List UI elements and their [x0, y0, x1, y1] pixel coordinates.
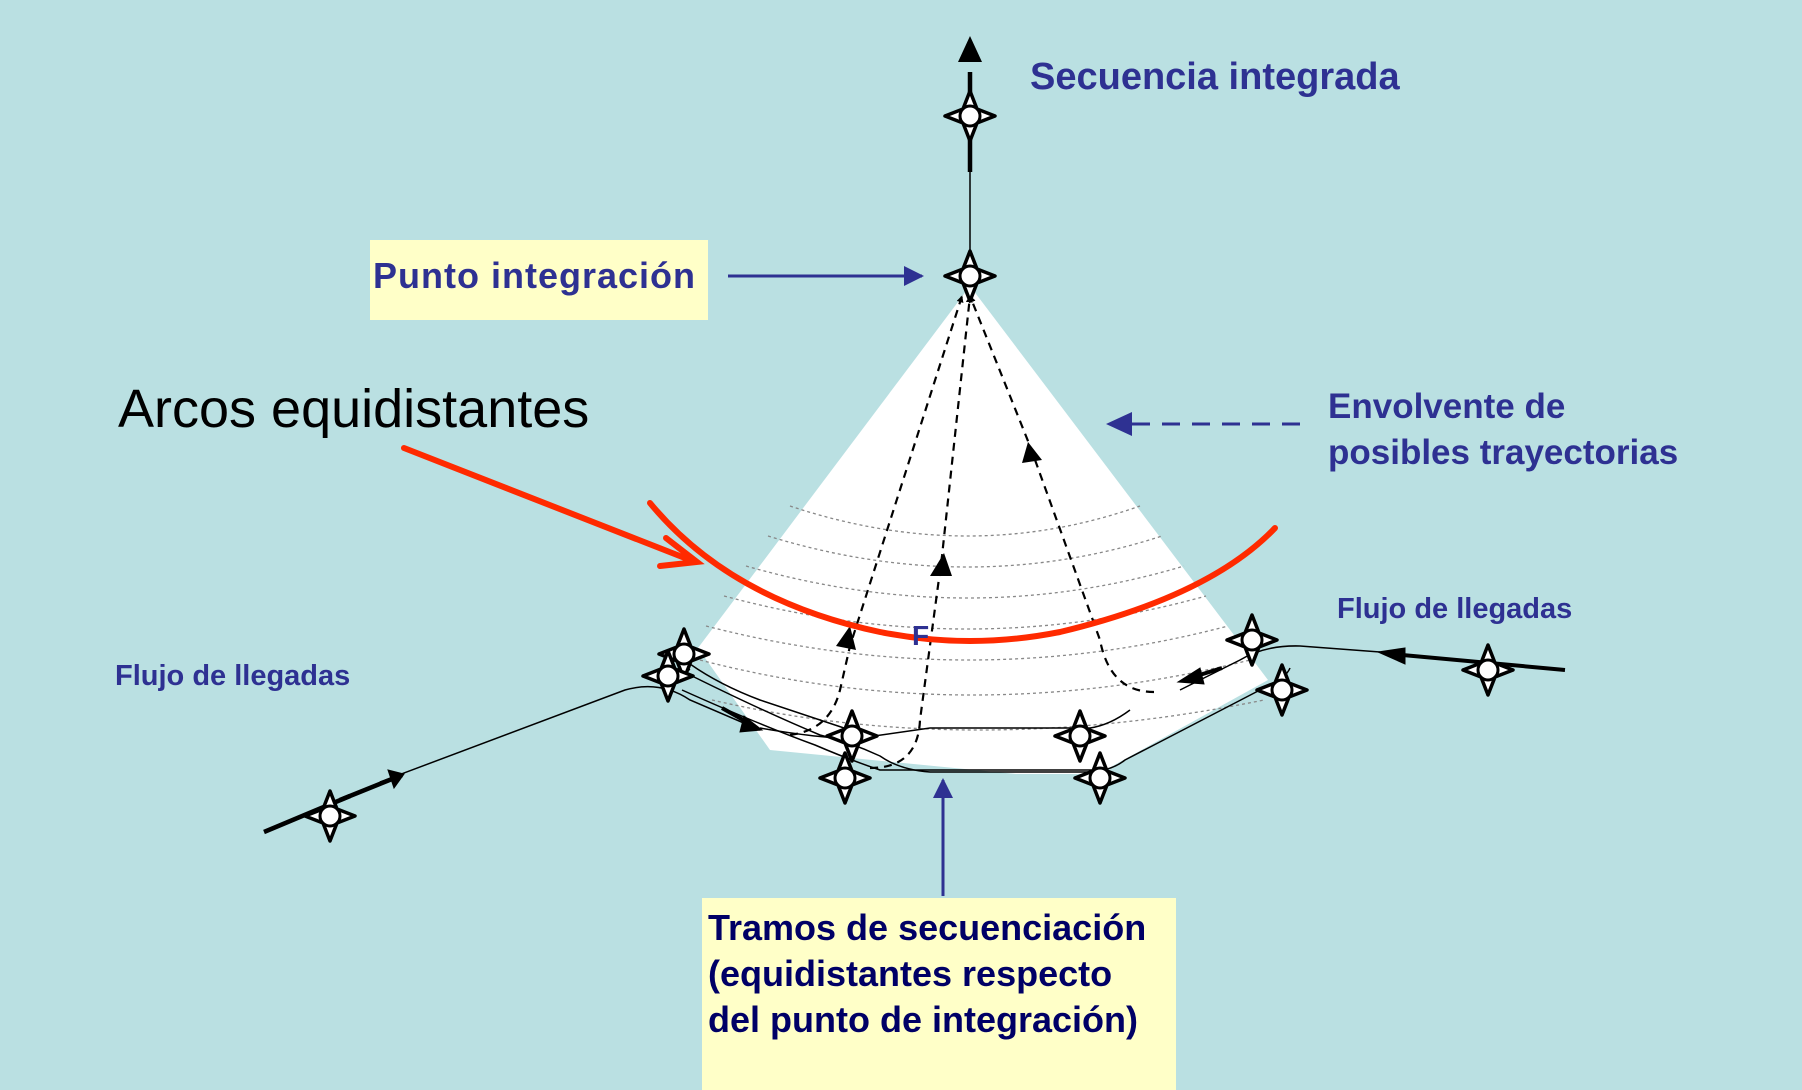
equidistant-arc-lines — [699, 505, 1265, 731]
integration-point-label: Punto integración — [373, 255, 696, 296]
right-arrival-flow — [1176, 645, 1566, 691]
equidistant-red-arc — [401, 445, 1278, 644]
trajectory-envelope — [698, 286, 1268, 774]
sequencing-segments-label: Tramos de secuenciación (equidistantes r… — [708, 907, 1147, 1040]
trajectory-arrowheads — [836, 442, 1042, 650]
arrival-flow-right-label: Flujo de llegadas — [1337, 593, 1573, 625]
possible-trajectories — [789, 295, 1155, 770]
equidistant-arcs-label: Arcos equidistantes — [118, 379, 590, 439]
sequencing-segments-box — [702, 898, 1176, 1090]
label-pointer-arrows — [728, 266, 1300, 896]
integration-point-box — [370, 240, 708, 320]
envelope-label: Envolvente de posibles trayectorias — [1328, 387, 1679, 472]
fix-point-label: F — [912, 620, 930, 651]
integrated-sequence-label: Secuencia integrada — [1030, 56, 1400, 98]
arrival-flow-left-label: Flujo de llegadas — [115, 660, 351, 692]
